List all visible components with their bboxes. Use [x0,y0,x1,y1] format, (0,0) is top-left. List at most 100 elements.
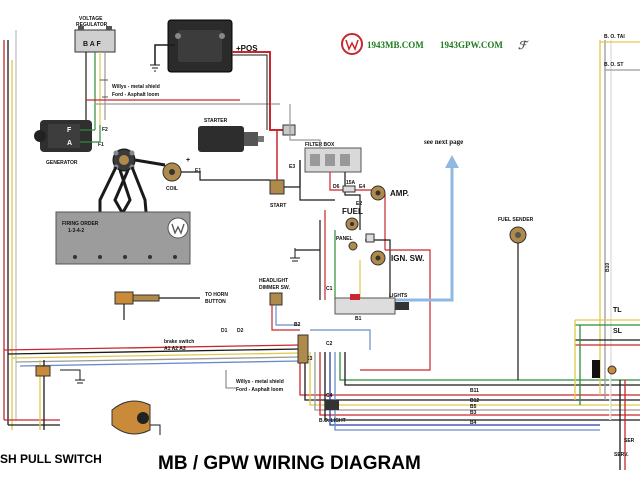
wire-tag-b12: B12 [470,398,479,404]
tail-connector [592,360,600,378]
fuel-gauge [345,217,359,231]
bo-tail-label: B. O. TAI [604,34,625,40]
wire-tag-b1: B1 [355,316,362,322]
wire-tag-a: A1 A2 A3 [164,346,186,352]
bo-light-label: B.O. LIGHT [319,418,346,424]
willys-logo-left [341,33,363,55]
dimmer-switch [269,292,300,331]
wire-tag-b4: B4 [470,420,477,426]
panel-light [348,241,358,251]
gen-terminal-a: A [67,140,72,147]
loom-bottom-2: Ford - Asphalt loom [236,387,284,393]
horn-label-2: BUTTON [205,299,226,305]
pos-label: +POS [236,44,258,53]
fuel-sender [509,226,527,380]
ignition-switch [370,250,386,266]
generator [34,120,92,152]
wire-tag-e4: E4 [359,184,365,190]
sl-label: SL [613,328,623,335]
wire-tag-d1: D1 [221,328,228,334]
wire-tag-d2: D2 [237,328,244,334]
amp-gauge [370,185,386,201]
e1-label: E1 [195,168,201,174]
wire-tag-e2: E2 [356,201,362,207]
diagram-title: MB / GPW WIRING DIAGRAM [158,453,421,474]
wire-tag-b3: B3 [470,410,477,416]
fuel-label: FUEL [342,207,363,216]
tl-label: TL [613,307,622,314]
ford-script-logo: ℱ [518,40,529,52]
wire-tag-b2: B2 [294,322,301,328]
panel-label: PANEL [336,236,353,242]
gen-wire [80,125,101,143]
coil-plus: + [186,157,190,164]
horn-button [114,291,200,320]
fuse-15a [342,185,356,193]
pull-switch-label: SH PULL SWITCH [0,452,102,466]
amp-label: AMP. [390,189,409,198]
stop-light [607,365,617,375]
lights-label: LIGHTS [389,293,408,299]
loom-top-2: Ford - Asphalt loom [112,92,160,98]
engine-block [55,211,191,265]
website-gpw[interactable]: 1943GPW.COM [440,40,503,50]
dimmer-label-1: HEADLIGHT [259,278,288,284]
brake-switch-label: brake switch [164,339,194,345]
firing-order-value: 1-3-4-2 [68,228,84,234]
generator-label: GENERATOR [46,160,78,166]
start-label: START [270,203,286,209]
dash-grounds [290,248,300,262]
starter-label: STARTER [204,118,228,124]
see-next-page[interactable]: see next page [424,138,463,146]
coil-minus: - [148,160,151,167]
light-switch [334,294,409,315]
wire-tag-b11: B11 [470,388,479,394]
wire-tag-15a: 15A [346,180,356,186]
starter [198,126,264,152]
distributor [112,148,136,172]
wire-tag-b10: B10 [605,263,611,272]
website-mb[interactable]: 1943MB.COM [367,40,424,50]
horn [111,400,161,435]
battery [150,19,285,131]
filter-box [304,147,362,173]
coil-label: COIL [166,186,178,192]
left-border-wires [3,30,17,430]
panel-connector [365,233,375,243]
bo-stop-label: B. O. ST [604,62,623,68]
wire-tag-c2: C2 [326,341,333,347]
wire-tag-c3: C3 [306,356,313,362]
serv-label: SERV. [614,452,629,458]
loom-top-1: Willys - metal shield [112,84,160,90]
wire-tag-f1: F1 [98,142,104,148]
wire-tag-b5: B5 [470,404,477,410]
wire-tag-e3: E3 [289,164,295,170]
loom-bottom-1: Willys - metal shield [236,379,284,385]
regulator-label-1: VOLTAGE [79,16,103,22]
fuse-box [282,124,296,136]
wire-tag-d6: D6 [333,184,340,190]
pull-switch [35,365,85,384]
regulator-label-2: REGULATOR [76,22,108,28]
voltage-regulator [74,26,116,53]
wire-tag-f2: F2 [102,127,108,133]
regulator-terminals: B A F [83,41,101,48]
bo-top-wires [600,41,640,71]
wire-tag-c4: C4 [326,393,333,399]
next-page-arrow [380,155,459,302]
bo-light [325,400,339,410]
right-vertical-wires [574,40,640,470]
firing-order-label: FIRING ORDER [62,221,99,227]
loom-bottom-wire [225,370,236,389]
ign-sw-label: IGN. SW. [391,254,424,263]
brake-switch [297,334,309,364]
regulator-wires [85,52,280,130]
wire-tag-c1: C1 [326,286,333,292]
rear-harness [299,352,640,431]
gen-terminal-f: F [67,127,72,134]
fuel-sender-label: FUEL SENDER [498,217,534,223]
lower-harness [3,344,301,430]
ser-label: SER [624,438,635,444]
